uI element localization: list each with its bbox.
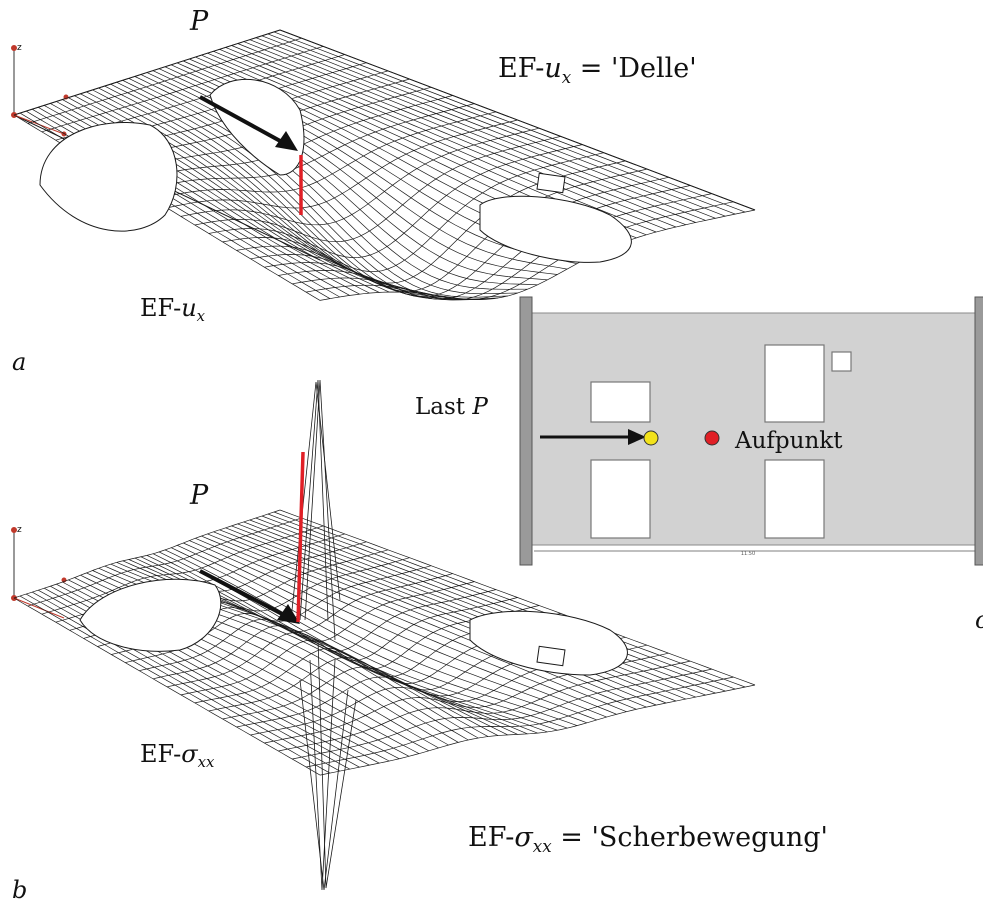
plan-load-arrow-icon: [540, 429, 646, 445]
mesh-line: [27, 37, 302, 124]
load-point: [643, 430, 659, 446]
mesh-line: [306, 676, 734, 768]
panel-b-axis-icon: [11, 527, 67, 619]
mesh-line: [41, 46, 324, 133]
mesh-line: [222, 152, 604, 272]
aufpunkt-label: Aufpunkt: [735, 428, 843, 454]
left-support: [519, 296, 533, 566]
panel-b-title: EF-σxx = 'Scherbewegung': [468, 822, 828, 856]
opening-lower-right: [764, 459, 825, 539]
mesh-line: [306, 201, 734, 301]
aufpunkt-dot: [704, 430, 720, 446]
mesh-line: [139, 581, 475, 672]
panel-b-load-label: P: [190, 480, 209, 511]
mesh-line: [139, 103, 475, 192]
mesh-line: [278, 185, 691, 300]
mesh-line: [292, 193, 712, 301]
panel-b-axis-label: z: [17, 525, 22, 535]
panel-a-load-arrow-icon: [199, 95, 298, 151]
plan-load-label: Last P: [415, 394, 488, 420]
right-support: [974, 296, 983, 566]
panel-a-title: EF-ux = 'Delle': [498, 53, 697, 87]
panel-c-letter: c: [975, 608, 983, 632]
panel-a-load-label: P: [190, 6, 209, 37]
mesh-line: [13, 509, 281, 599]
mesh-line: [208, 144, 583, 258]
opening-small: [831, 351, 852, 372]
opening-upper-left: [590, 381, 651, 423]
mesh-line: [319, 684, 756, 776]
mesh-line: [250, 168, 648, 292]
panel-b-aufpunkt-marker: [296, 451, 305, 623]
wall-openings: [590, 344, 852, 539]
mesh-line: [13, 29, 281, 116]
panel-a-axis-label: z: [17, 43, 22, 53]
panel-a-axis-icon: [11, 45, 69, 137]
panel-b-letter: b: [12, 876, 28, 904]
mesh-line: [292, 668, 712, 760]
panel-b-holes: [79, 578, 628, 676]
panel-b-load-arrow-icon: [199, 569, 300, 624]
mesh-line: [153, 111, 496, 200]
panel-a-holes: [39, 78, 632, 263]
mesh-line: [264, 176, 669, 297]
mesh-line: [194, 136, 561, 243]
opening-upper-right: [764, 344, 825, 423]
mesh-line: [166, 119, 518, 209]
panel-a-letter: a: [12, 348, 27, 376]
dimension-text: 11.50: [741, 551, 755, 557]
mesh-line: [180, 127, 540, 226]
mesh-line: [319, 209, 756, 301]
mesh-line: [278, 660, 691, 752]
mesh-line: [41, 525, 324, 615]
panel-b-mesh-label: EF-σxx: [140, 740, 215, 772]
mesh-line: [27, 517, 302, 607]
panel-a-mesh-label: EF-ux: [140, 294, 206, 326]
opening-lower-left: [590, 459, 651, 539]
